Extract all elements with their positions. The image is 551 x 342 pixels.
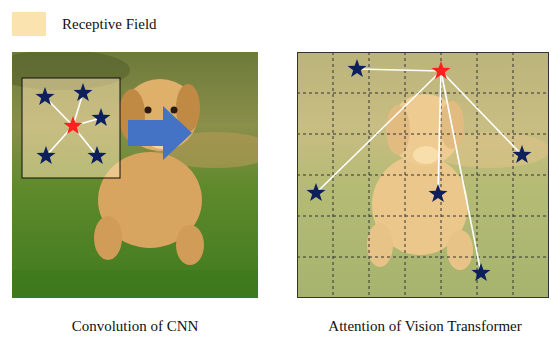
- patch-grid-line: [297, 93, 549, 94]
- legend-text: Receptive Field: [62, 16, 157, 33]
- dog-photo: [12, 52, 258, 298]
- arrow-shape: [128, 106, 192, 160]
- token-star: [513, 145, 532, 163]
- panel-caption: Attention of Vision Transformer: [328, 318, 521, 335]
- token-star: [74, 83, 93, 101]
- token-star: [88, 146, 107, 164]
- attention-line: [438, 71, 441, 194]
- attention-line: [441, 71, 522, 155]
- patch-grid-line: [297, 257, 549, 258]
- query-star: [64, 116, 83, 134]
- patch-grid-line: [297, 134, 549, 135]
- query-star: [432, 61, 451, 79]
- panel-caption: Convolution of CNN: [72, 318, 199, 335]
- token-star: [92, 108, 111, 126]
- attention-line: [441, 71, 481, 273]
- token-star: [472, 263, 491, 281]
- patch-grid-line: [297, 216, 549, 217]
- token-star: [37, 146, 56, 164]
- dog-photo: [297, 52, 549, 298]
- legend-swatch: [12, 12, 46, 36]
- attention-line: [357, 69, 441, 71]
- token-star: [307, 183, 326, 201]
- token-star: [348, 59, 367, 77]
- token-star: [429, 184, 448, 202]
- attention-line: [316, 71, 441, 193]
- token-star: [36, 87, 55, 105]
